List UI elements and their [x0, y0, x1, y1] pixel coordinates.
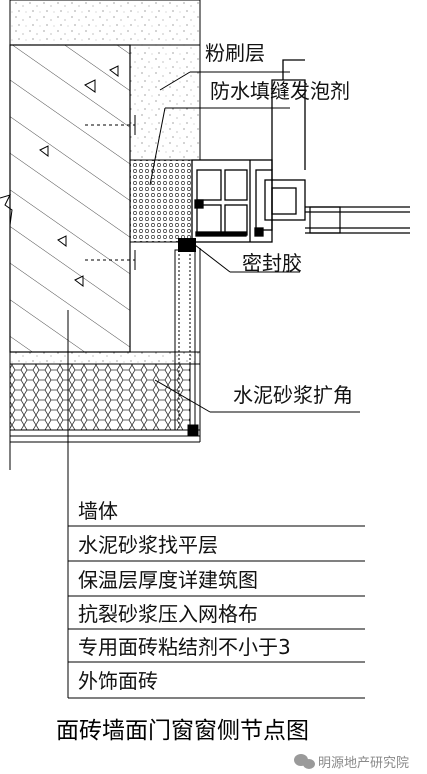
- wall-concrete-shape: [9, 44, 131, 353]
- label-waterproof-foam: 防水填缝发泡剂: [210, 79, 350, 103]
- layer-item: 外饰面砖: [78, 669, 158, 693]
- leader-lines: [149, 71, 360, 413]
- label-plaster-layer: 粉刷层: [205, 41, 265, 65]
- insulation-layer-shape: [9, 249, 196, 431]
- anchor-bolts: [85, 115, 136, 270]
- wechat-logo-icon: [294, 754, 315, 769]
- glazing: [305, 206, 410, 234]
- figure-caption: 面砖墙面门窗窗侧节点图: [56, 718, 309, 744]
- finish-layer-lines: [10, 248, 201, 443]
- layer-item: 抗裂砂浆压入网格布: [78, 602, 258, 626]
- window-frame-profile: [191, 59, 306, 243]
- layer-item: 墙体: [78, 499, 118, 523]
- layer-item: 保温层厚度详建筑图: [78, 568, 258, 592]
- foam-filler-shape: [129, 159, 193, 243]
- watermark-text: 明源地产研究院: [318, 756, 409, 771]
- layer-item: 专用面砖粘结剂不小于3: [78, 635, 291, 659]
- label-mortar-corner: 水泥砂浆扩角: [233, 383, 353, 407]
- watermark: 明源地产研究院: [294, 754, 409, 771]
- layer-item: 水泥砂浆找平层: [78, 533, 218, 557]
- layer-spec-list: 墙体 水泥砂浆找平层 保温层厚度详建筑图 抗裂砂浆压入网格布 专用面砖粘结剂不小…: [67, 310, 365, 699]
- sealant-shape: [178, 238, 196, 252]
- label-sealant: 密封胶: [242, 251, 302, 275]
